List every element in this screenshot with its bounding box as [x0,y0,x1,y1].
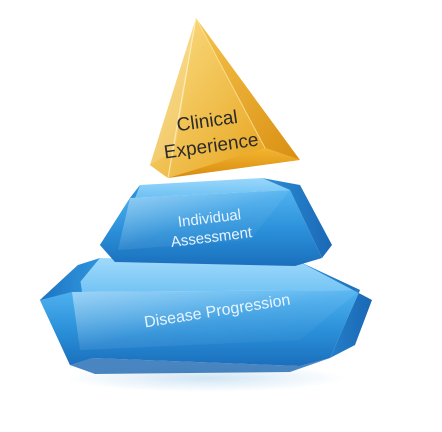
tier-middle [100,178,332,266]
tier-top [150,17,300,179]
tier-bottom [40,258,372,374]
